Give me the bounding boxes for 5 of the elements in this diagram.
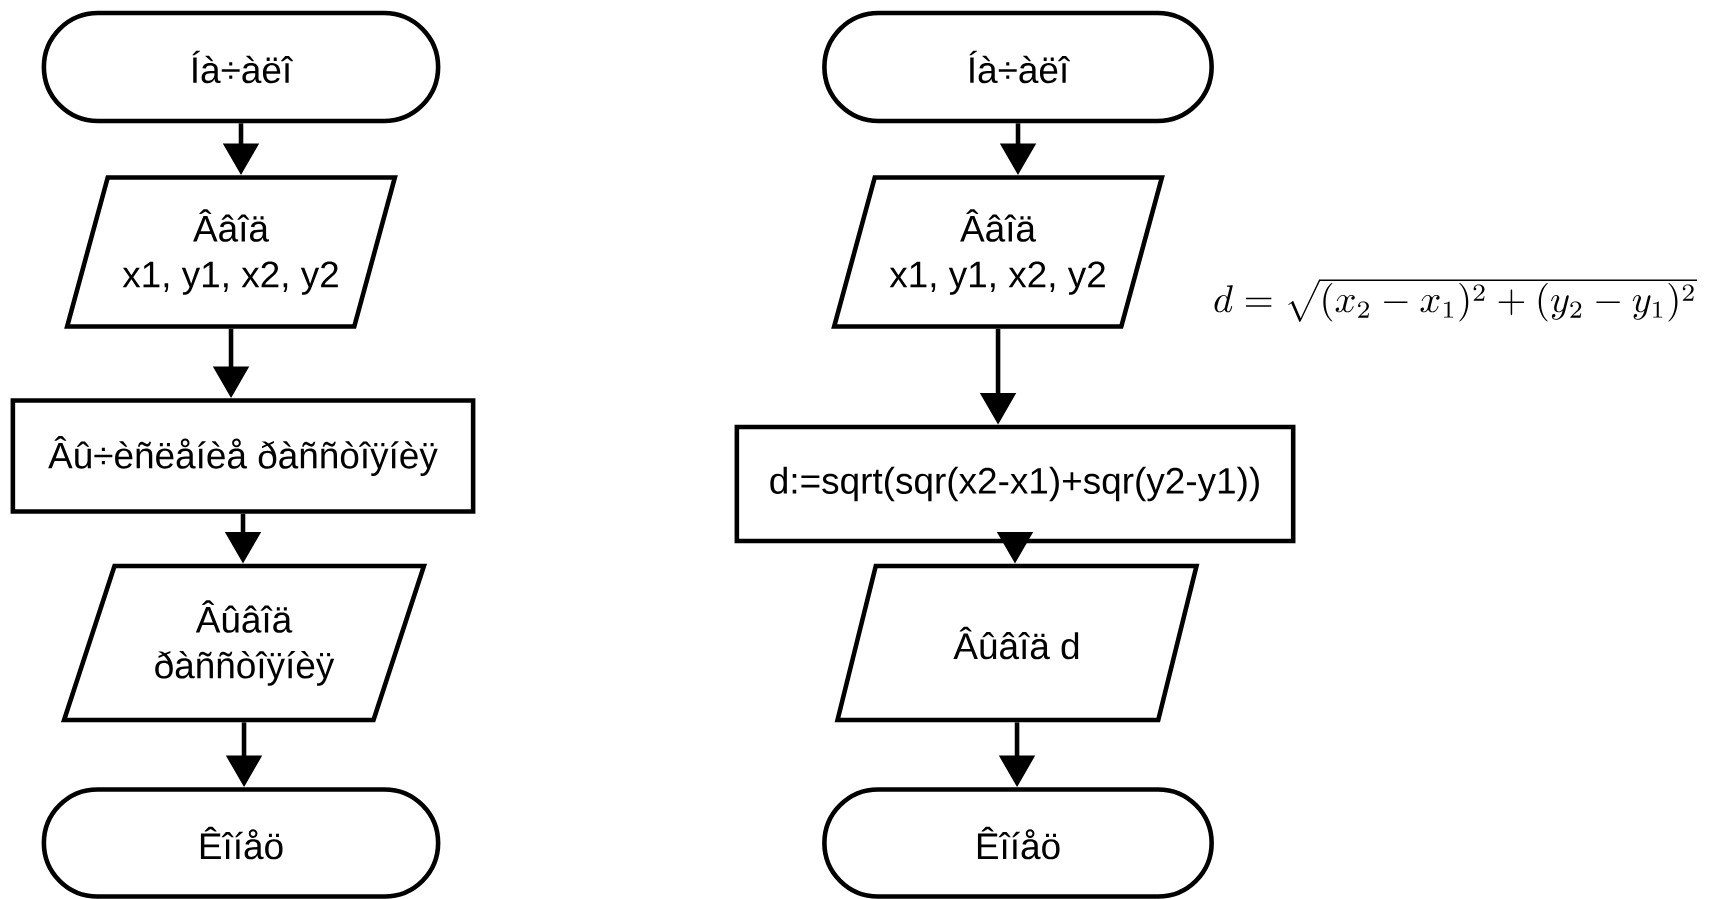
process-box: Âû÷èñëåíèå ðàññòîÿíèÿ bbox=[10, 398, 476, 514]
input-output-parallelogram: Ââîä x1, y1, x2, y2 bbox=[64, 175, 398, 329]
process-box: d:=sqrt(sqr(x2-x1)+sqr(y2-y1)) bbox=[734, 424, 1296, 544]
formula: $d = \sqrt{(x_2 - x_1)^2 + (y_2 - y_1)^2}$ bbox=[1214, 279, 1698, 322]
input-output-parallelogram: Ââîä x1, y1, x2, y2 bbox=[831, 175, 1165, 329]
